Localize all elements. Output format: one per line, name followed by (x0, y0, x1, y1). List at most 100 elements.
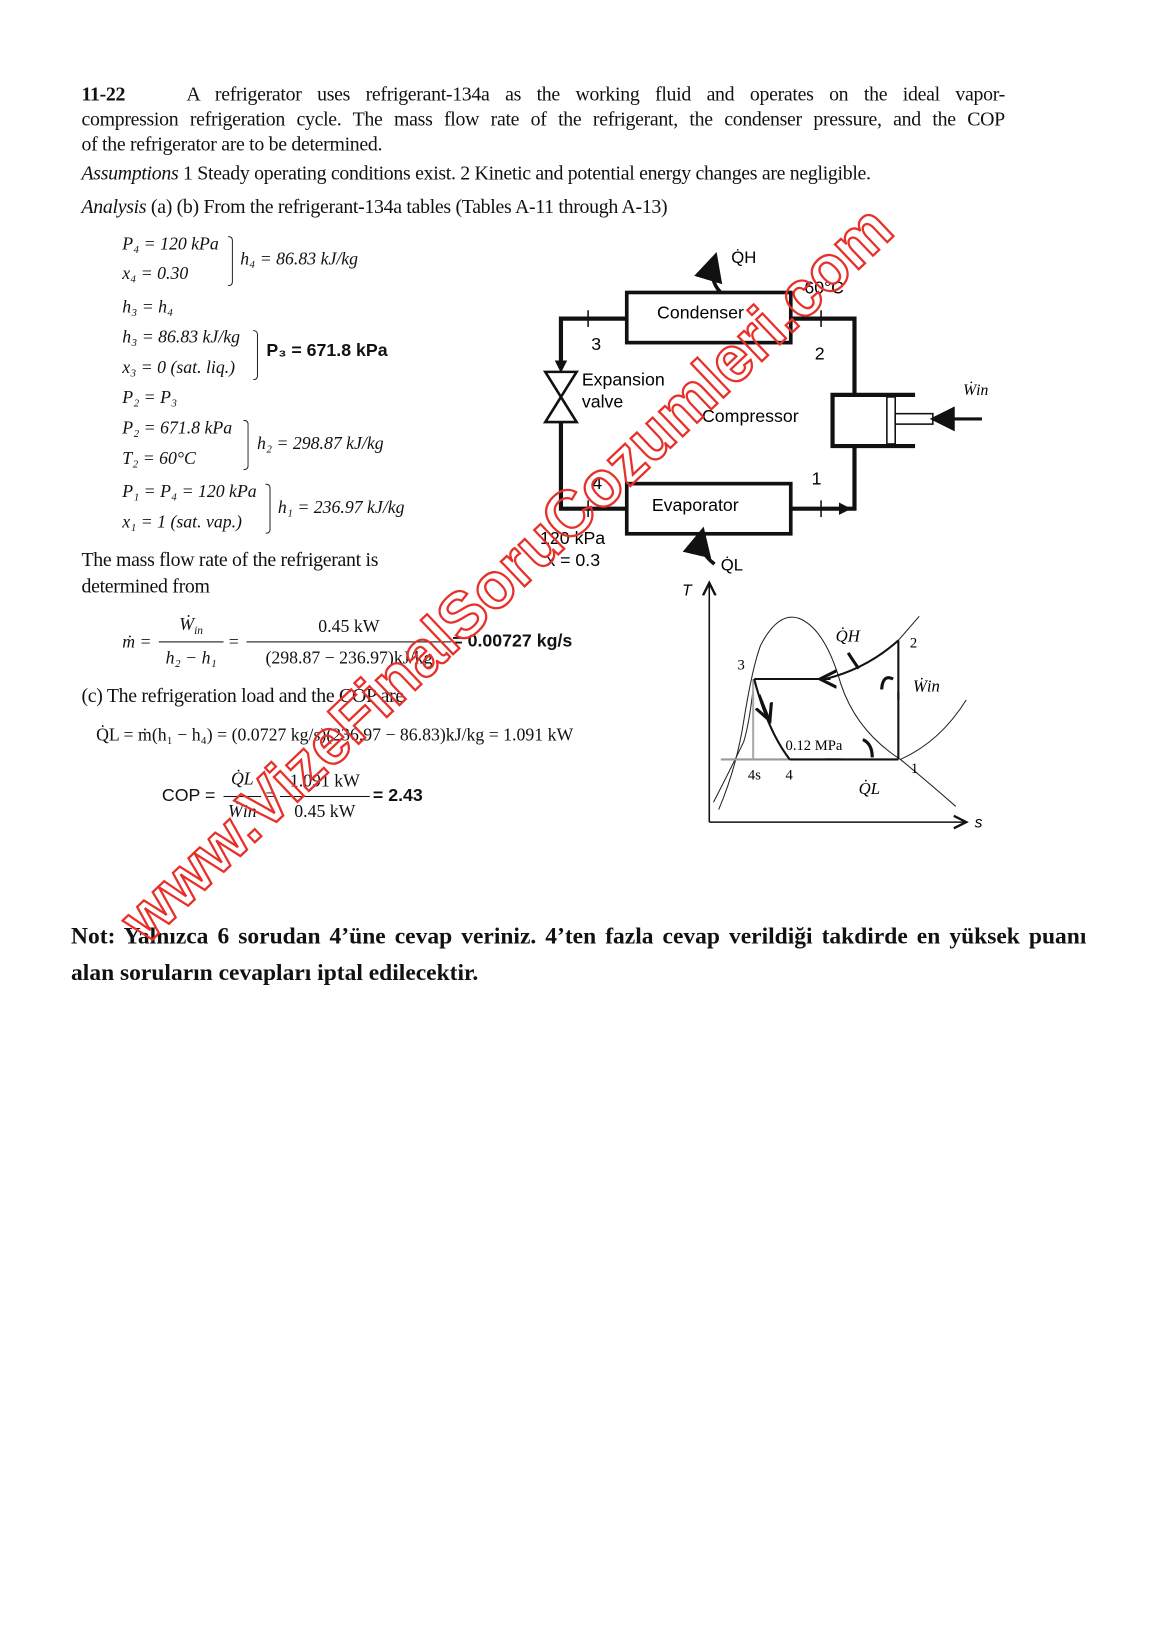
win-label: Ẇin (963, 381, 988, 399)
condenser-label: Condenser (657, 303, 744, 323)
part-c-text: (c) The refrigeration load and the COP a… (81, 685, 404, 708)
ts-qh-label: Q̇H (836, 626, 861, 645)
cycle-schematic: Q̇H 60°C Condenser 3 2 Expansion valve C… (540, 248, 988, 574)
pipe-2 (790, 316, 857, 394)
expansion-valve-icon (542, 370, 579, 424)
problem-text: A refrigerator uses refrigerant-134a as … (186, 83, 1005, 106)
eq-h3: h₃ = 86.83 kJ/kg (122, 326, 240, 347)
temp-label: 60°C (804, 278, 844, 298)
assumptions-line: Assumptions 1 Steady operating condition… (81, 162, 871, 186)
problem-number: 11-22 (81, 83, 126, 106)
ts-ql-label: Q̇L (859, 779, 880, 798)
compressor-label: Compressor (702, 406, 799, 426)
assumptions-text: 1 Steady operating conditions exist. 2 K… (183, 162, 871, 185)
mdot-result: = 0.00727 kg/s (452, 630, 573, 651)
ql-label: Q̇L (721, 555, 743, 574)
eq-x1: x₁ = 1 (sat. vap.) (122, 511, 242, 532)
qh-out-arrow (846, 652, 860, 670)
eq-x3: x₃ = 0 (sat. liq.) (122, 357, 236, 378)
quality-4-label: x = 0.3 (546, 550, 600, 570)
expansion-label-1: Expansion (582, 369, 665, 389)
isobar-extension (897, 615, 920, 641)
fraction-line (279, 795, 370, 798)
eq-h2: h₂ = 298.87 kJ/kg (256, 433, 384, 454)
evaporator-label: Evaporator (652, 495, 739, 515)
eq-t2: T₂ = 60°C (122, 448, 196, 468)
cop-den-1: Ẇin (228, 801, 257, 822)
ts-pressure-label: 0.12 MPa (786, 738, 843, 754)
pressure-4-label: 120 kPa (540, 528, 605, 548)
ql-equation: Q̇L = ṁ(h₁ − h₄) = (0.0727 kg/s)(236.97 … (96, 724, 574, 745)
superheat-line (900, 699, 967, 760)
state-3-label: 3 (591, 334, 601, 354)
eq-h3-h4: h₃ = h₄ (122, 296, 174, 317)
problem-line-1: 11-22 A refrigerator uses refrigerant-13… (81, 83, 1005, 107)
qh-arrow (694, 252, 723, 294)
eq-p4: P₄ = 120 kPa (122, 233, 219, 254)
process-arrows (820, 679, 900, 761)
mdot-num-1: Ẇin (159, 614, 224, 637)
analysis-line: Analysis (a) (b) From the refrigerant-13… (81, 196, 667, 219)
cop-lhs: COP = (161, 785, 216, 806)
ts-diagram: T s 3 2 1 4 4s 0.12 MPa Q̇H Ẇin Q̇L (682, 0, 983, 831)
fraction-line (246, 641, 452, 643)
equals-sign: = (265, 785, 276, 806)
cop-result: = 2.43 (372, 785, 423, 806)
exam-note: Not: Yalnızca 6 sorudan 4’üne cevap veri… (71, 922, 1087, 986)
fraction-line (223, 795, 262, 798)
ts-point-4: 4 (786, 767, 794, 783)
pipe-1 (790, 447, 857, 511)
w-symbol: Ẇ (179, 614, 195, 635)
cop-num-2: 1.091 kW (289, 770, 360, 791)
analysis-text: (a) (b) From the refrigerant-134a tables… (150, 196, 668, 219)
compressor-cylinder (830, 392, 916, 449)
process-arrow (759, 694, 769, 721)
w-subscript: in (194, 624, 204, 638)
ql-arrow (682, 526, 716, 566)
eq-h4: h₄ = 86.83 kJ/kg (240, 248, 359, 269)
process-3-4 (753, 678, 791, 761)
eq-p2-p3: P₂ = P₃ (122, 387, 178, 408)
assumptions-label: Assumptions (81, 162, 179, 185)
mdot-lhs: ṁ = (122, 631, 152, 652)
state-1-label: 1 (812, 469, 822, 489)
mdot-num-2: 0.45 kW (318, 616, 380, 637)
state-4-label: 4 (592, 473, 602, 493)
analysis-label: Analysis (81, 196, 147, 219)
s-axis-label: s (975, 814, 983, 831)
equals-sign: = (228, 631, 239, 652)
brace (252, 330, 259, 381)
result-p3: P₃ = 671.8 kPa (266, 340, 388, 361)
fraction-line (158, 641, 224, 643)
brace (227, 236, 233, 287)
eq-x4: x₄ = 0.30 (122, 263, 189, 284)
mass-text-1: The mass flow rate of the refrigerant is (81, 549, 379, 572)
ts-point-2: 2 (910, 636, 917, 652)
ts-win-label: Ẇin (913, 677, 940, 696)
eq-p3: P₃ = 671.8 kPa (266, 341, 387, 362)
t-axis-label: T (682, 582, 693, 599)
expansion-label-2: valve (582, 391, 624, 411)
liquid-line (712, 678, 755, 803)
ts-point-4s: 4s (748, 767, 761, 783)
pipe-4 (558, 422, 627, 511)
ts-point-1: 1 (911, 761, 918, 777)
cop-den-2: 0.45 kW (294, 801, 356, 822)
cop-num-1: Q̇L (230, 768, 254, 789)
state-2-label: 2 (815, 343, 825, 363)
win-in-arrow (880, 676, 894, 690)
eq-p2: P₂ = 671.8 kPa (122, 417, 233, 438)
pipe-3 (558, 316, 627, 368)
mdot-den-2: (298.87 − 236.97)kJ/kg (265, 647, 433, 668)
brace (265, 483, 271, 534)
mass-text-2: determined from (81, 575, 210, 598)
brace (243, 419, 249, 471)
ts-point-3: 3 (737, 658, 744, 674)
ql-in-arrow (862, 738, 874, 758)
eq-p1: P₁ = P₄ = 120 kPa (122, 481, 257, 502)
saturation-dome (718, 616, 957, 810)
qh-label: Q̇H (731, 248, 756, 267)
state-ticks (587, 310, 822, 518)
eq-h1: h₁ = 236.97 kJ/kg (277, 497, 405, 518)
